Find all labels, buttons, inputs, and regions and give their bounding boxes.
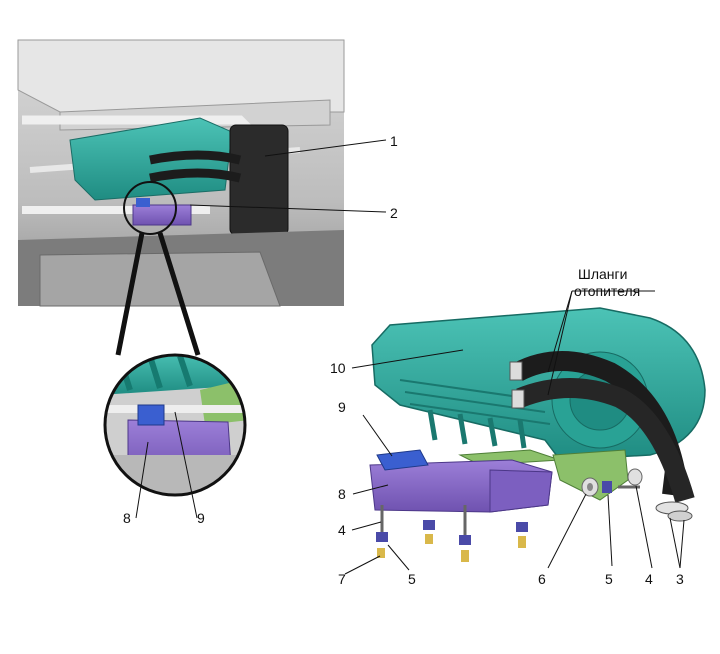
hoses-label-line1: Шланги bbox=[578, 266, 627, 282]
callout-2: 2 bbox=[390, 205, 398, 221]
zoom-detail bbox=[103, 353, 247, 497]
callout-10: 10 bbox=[330, 360, 346, 376]
callout-6: 6 bbox=[538, 571, 546, 587]
leader-lines bbox=[135, 139, 685, 575]
overview-render bbox=[17, 39, 345, 307]
callout-8-zoom: 8 bbox=[123, 510, 131, 526]
callout-9-zoom: 9 bbox=[197, 510, 205, 526]
fasteners bbox=[376, 468, 643, 562]
callout-4-right: 4 bbox=[645, 571, 653, 587]
callout-1: 1 bbox=[390, 133, 398, 149]
callout-9-main: 9 bbox=[338, 399, 346, 415]
callout-3: 3 bbox=[676, 571, 684, 587]
callouts: 1 2 8 9 10 9 8 4 7 5 6 5 4 3 Шланги отоп… bbox=[123, 133, 684, 587]
callout-4-left: 4 bbox=[338, 522, 346, 538]
callout-5-right: 5 bbox=[605, 571, 613, 587]
callout-7: 7 bbox=[338, 571, 346, 587]
callout-8-main: 8 bbox=[338, 486, 346, 502]
clip-9 bbox=[376, 449, 429, 471]
exploded-view bbox=[369, 307, 706, 562]
zoom-connector bbox=[115, 232, 201, 356]
hoses-label-line2: отопителя bbox=[574, 283, 640, 299]
heater-hose-lower bbox=[516, 378, 695, 503]
callout-5-left: 5 bbox=[408, 571, 416, 587]
